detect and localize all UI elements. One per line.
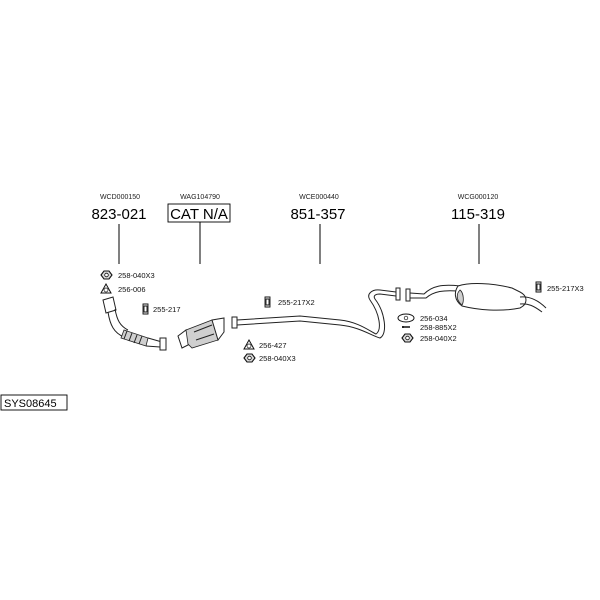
- front-pipe-flange: [102, 296, 117, 314]
- front-pipe-drawing[interactable]: [102, 296, 167, 351]
- hardware-label: 255-217X2: [278, 298, 315, 307]
- silencer-box: [454, 283, 527, 311]
- part-code: WCG000120: [458, 194, 499, 201]
- catalytic-converter-drawing[interactable]: [177, 317, 225, 349]
- part-header-rear-silencer[interactable]: WCG000120 115-319: [451, 194, 505, 264]
- part-code: WCD000150: [100, 194, 140, 201]
- part-number[interactable]: 823-021: [91, 206, 146, 223]
- hardware-label: 256-006: [118, 285, 146, 294]
- part-header-middle-pipe[interactable]: WCE000440 851-357: [290, 194, 346, 264]
- hardware-label: 256-427: [259, 341, 287, 350]
- part-code: WCE000440: [299, 194, 339, 201]
- rubber-hanger-icon: [142, 303, 149, 315]
- hardware-item[interactable]: 258-040X3: [100, 270, 155, 280]
- system-code-label: SYS08645: [4, 398, 57, 410]
- rubber-hanger-icon: [535, 281, 542, 293]
- hardware-item[interactable]: 256-006: [100, 282, 146, 294]
- system-code-box: [0, 394, 68, 411]
- hardware-item[interactable]: 255-217X2: [264, 296, 315, 308]
- hardware-label: 258-040X3: [259, 354, 296, 363]
- silencer-end-cap: [456, 289, 464, 306]
- hardware-label: 255-217X3: [547, 284, 584, 293]
- hardware-label: 258-040X2: [420, 334, 457, 343]
- front-pipe-end-flange: [159, 337, 167, 351]
- cat-outlet-cone: [211, 317, 225, 342]
- hardware-label: 258-885X2: [420, 323, 457, 332]
- rear-silencer-drawing[interactable]: [405, 283, 547, 313]
- hardware-item[interactable]: 258-885X2: [402, 323, 457, 332]
- middle-pipe-drawing[interactable]: [231, 287, 401, 339]
- hardware-item[interactable]: 256-034: [397, 313, 448, 323]
- hardware-item[interactable]: 256-427: [243, 338, 287, 350]
- part-number[interactable]: 115-319: [451, 206, 505, 223]
- part-header-front-pipe[interactable]: WCD000150 823-021: [91, 194, 147, 264]
- hardware-item[interactable]: 258-040X2: [401, 333, 457, 343]
- rear-silencer-inlet-flange: [405, 288, 411, 302]
- mid-pipe-outlet-flange: [395, 287, 401, 301]
- part-code: WAG104790: [180, 194, 220, 201]
- hardware-item[interactable]: 255-217X3: [535, 281, 584, 293]
- flex-section: [120, 329, 149, 347]
- system-code: SYS08645: [0, 394, 68, 411]
- part-number[interactable]: CAT N/A: [170, 206, 228, 223]
- bolt-icon: [402, 326, 410, 328]
- hardware-item[interactable]: 258-040X3: [243, 353, 296, 363]
- part-number[interactable]: 851-357: [290, 206, 345, 223]
- part-header-catalytic-converter[interactable]: WAG104790 CAT N/A: [167, 194, 231, 264]
- hardware-label: 256-034: [420, 314, 448, 323]
- rubber-hanger-icon: [264, 296, 271, 308]
- hardware-label: 258-040X3: [118, 271, 155, 280]
- part-number-box: [167, 203, 231, 223]
- mid-pipe-flange: [231, 316, 238, 329]
- hardware-label: 255-217: [153, 305, 181, 314]
- hardware-item[interactable]: 255-217: [142, 303, 181, 315]
